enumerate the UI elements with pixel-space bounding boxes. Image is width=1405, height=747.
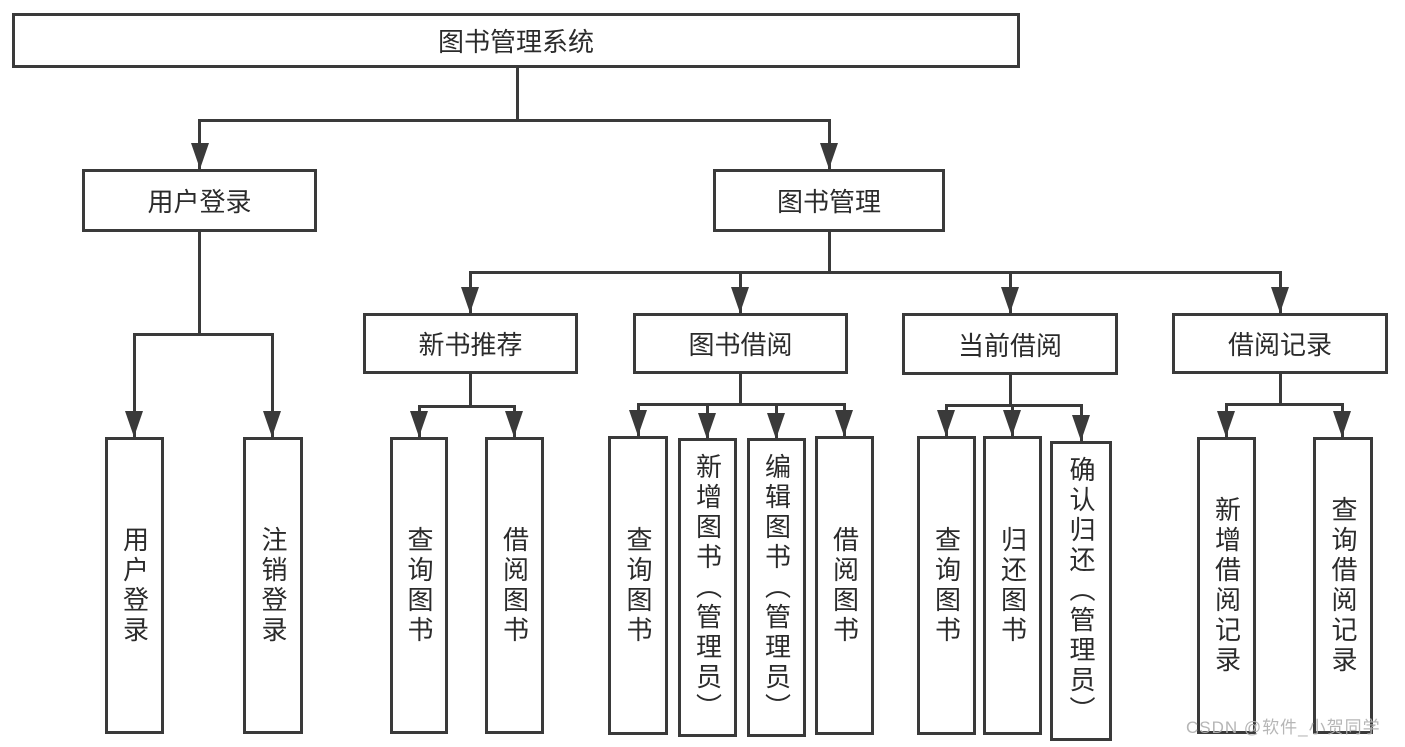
node-borrowing-records: 借阅记录 <box>1172 313 1388 374</box>
leaf-label: 新增图书（管理员） <box>692 452 723 723</box>
node-user-login: 用户登录 <box>82 169 317 232</box>
leaf-user-login: 用户登录 <box>105 437 164 734</box>
connector-line <box>1279 374 1282 405</box>
leaf-records-add-borrow-record: 新增借阅记录 <box>1197 437 1256 734</box>
connector-line <box>637 403 846 406</box>
leaf-borrowing-edit-books-admin: 编辑图书（管理员） <box>747 438 806 737</box>
leaf-recommend-borrow-books: 借阅图书 <box>485 437 544 734</box>
connector-line <box>133 333 136 437</box>
arrow-down-icon <box>1217 411 1235 437</box>
node-new-book-recommendation: 新书推荐 <box>363 313 578 374</box>
arrow-down-icon <box>835 410 853 436</box>
connector-line <box>133 333 274 336</box>
leaf-recommend-query-books: 查询图书 <box>390 437 448 734</box>
arrow-down-icon <box>125 411 143 437</box>
arrow-down-icon <box>191 143 209 169</box>
leaf-label: 新增借阅记录 <box>1211 495 1242 676</box>
connector-line <box>469 271 1281 274</box>
leaf-borrowing-add-books-admin: 新增图书（管理员） <box>678 438 737 737</box>
connector-line <box>1009 375 1012 406</box>
node-current-borrowing: 当前借阅 <box>902 313 1118 375</box>
arrow-down-icon <box>767 413 785 439</box>
watermark: CSDN @软件_小贺同学 <box>1186 718 1381 737</box>
leaf-logout: 注销登录 <box>243 437 303 734</box>
connector-line <box>1225 403 1344 406</box>
leaf-label: 查询图书 <box>404 525 434 646</box>
leaf-label: 注销登录 <box>258 525 288 646</box>
connector-line <box>418 405 516 408</box>
connector-line <box>469 374 472 408</box>
leaf-label: 借阅图书 <box>499 525 530 646</box>
arrow-down-icon <box>1003 410 1021 436</box>
arrow-down-icon <box>1333 411 1351 437</box>
leaf-label: 用户登录 <box>119 525 150 646</box>
node-book-borrowing: 图书借阅 <box>633 313 848 374</box>
leaf-borrowing-borrow-books: 借阅图书 <box>815 436 874 735</box>
connector-line <box>271 333 274 437</box>
leaf-label: 归还图书 <box>997 525 1028 646</box>
leaf-label: 查询图书 <box>931 525 962 646</box>
arrow-down-icon <box>505 411 523 437</box>
arrow-down-icon <box>461 287 479 313</box>
arrow-down-icon <box>410 411 428 437</box>
leaf-borrowing-query-books: 查询图书 <box>608 436 668 735</box>
arrow-down-icon <box>1072 415 1090 441</box>
arrow-down-icon <box>1001 287 1019 313</box>
connector-line <box>828 232 831 274</box>
leaf-current-confirm-return-admin: 确认归还（管理员） <box>1050 441 1112 741</box>
leaf-records-query-borrow-record: 查询借阅记录 <box>1313 437 1373 734</box>
arrow-down-icon <box>731 287 749 313</box>
connector-line <box>198 119 831 122</box>
arrow-down-icon <box>937 410 955 436</box>
arrow-down-icon <box>820 143 838 169</box>
arrow-down-icon <box>698 413 716 439</box>
connector-line <box>516 68 519 122</box>
leaf-label: 确认归还（管理员） <box>1066 456 1096 726</box>
leaf-label: 查询图书 <box>623 525 653 646</box>
leaf-label: 编辑图书（管理员） <box>761 452 792 723</box>
connector-line <box>739 374 742 406</box>
node-book-management: 图书管理 <box>713 169 945 232</box>
leaf-label: 借阅图书 <box>829 525 860 646</box>
arrow-down-icon <box>1271 287 1289 313</box>
leaf-current-return-books: 归还图书 <box>983 436 1042 735</box>
node-library-management-system: 图书管理系统 <box>12 13 1020 68</box>
connector-line <box>198 232 201 336</box>
leaf-label: 查询借阅记录 <box>1328 495 1358 676</box>
arrow-down-icon <box>263 411 281 437</box>
leaf-current-query-books: 查询图书 <box>917 436 976 735</box>
arrow-down-icon <box>629 410 647 436</box>
